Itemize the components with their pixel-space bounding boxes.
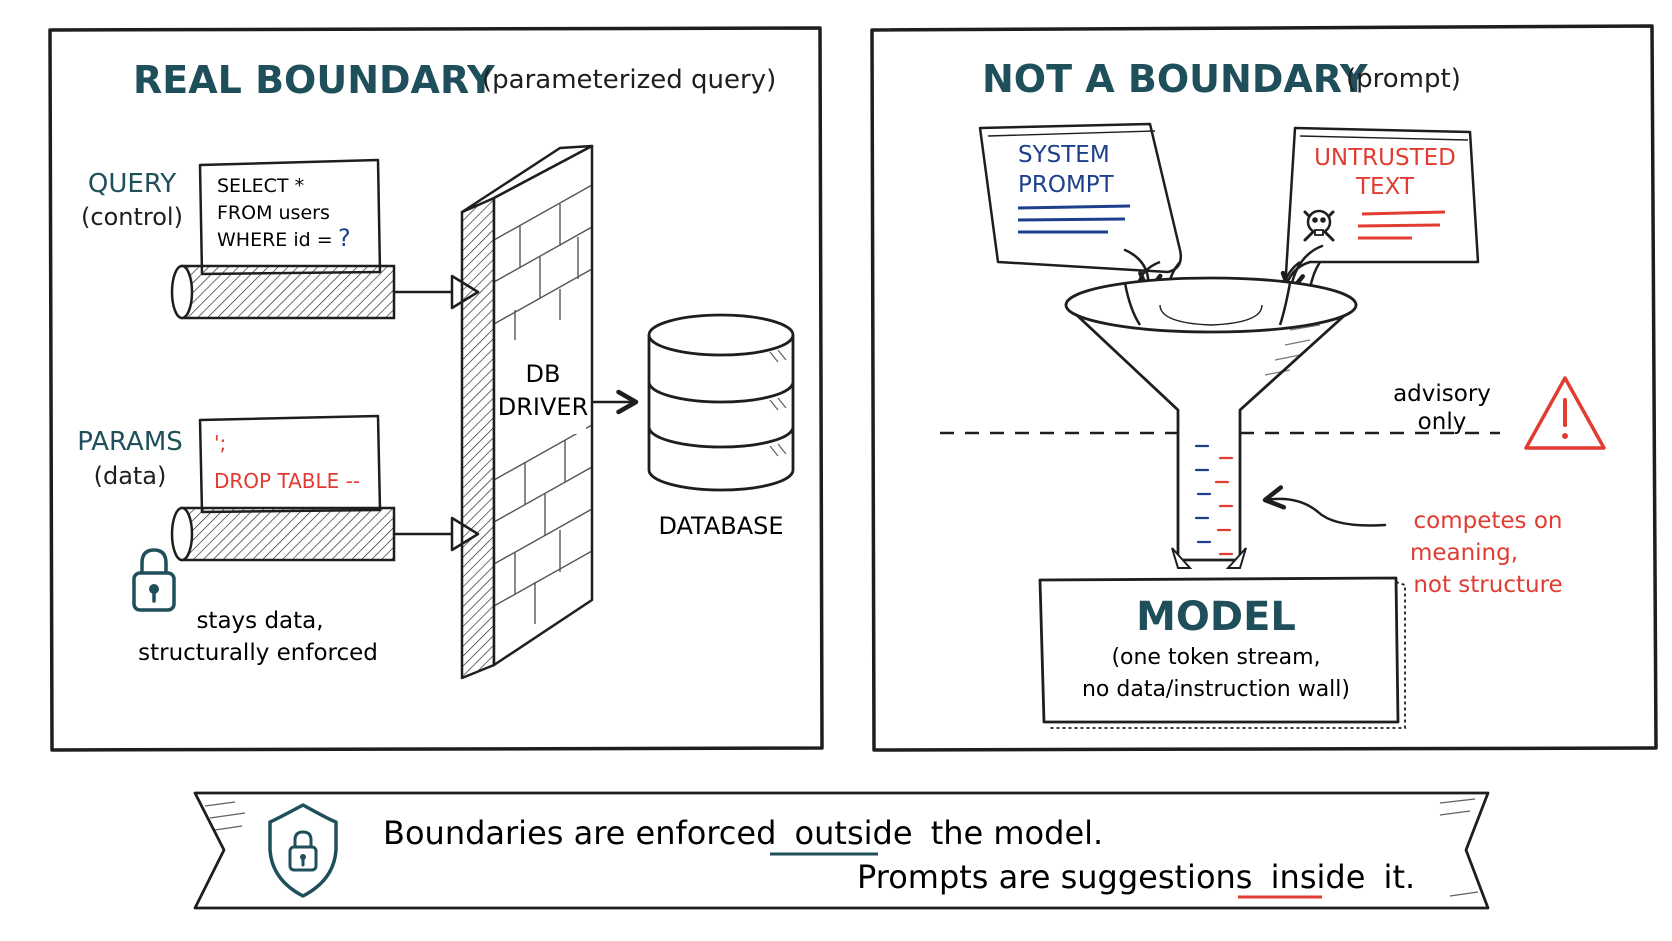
right-panel-title: NOT A BOUNDARY <box>982 57 1368 101</box>
right-panel: NOT A BOUNDARY (prompt) SYSTEM PROMPT UN… <box>870 24 1658 752</box>
advisory-line-1: advisory <box>1393 381 1491 407</box>
params-line-2: DROP TABLE -- <box>214 469 360 493</box>
banner-line-1: Boundaries are enforced outside the mode… <box>383 814 1103 852</box>
competes-arrow <box>1262 485 1387 527</box>
query-placeholder: ? <box>338 224 351 252</box>
left-panel-title: REAL BOUNDARY <box>133 58 495 102</box>
banner-line-2-suffix: it. <box>1384 858 1416 896</box>
untrusted-text-line-1: UNTRUSTED <box>1314 145 1456 171</box>
banner-line-2: Prompts are suggestions inside it. <box>857 858 1415 896</box>
warning-triangle-icon <box>1524 376 1606 450</box>
lock-caption-line-2: structurally enforced <box>138 640 378 666</box>
driver-label-line-2: DRIVER <box>498 393 589 421</box>
bottom-banner: Boundaries are enforced outside the mode… <box>193 791 1490 910</box>
right-panel-subtitle: (prompt) <box>1346 64 1461 94</box>
left-panel-subtitle: (parameterized query) <box>482 65 776 95</box>
right-panel-frame <box>870 24 1658 752</box>
query-sublabel: (control) <box>81 203 183 231</box>
database-label: DATABASE <box>658 512 783 540</box>
model-title: MODEL <box>1136 594 1296 640</box>
query-card: SELECT * FROM users WHERE id = ? <box>198 158 382 276</box>
shield-lock-icon <box>268 803 338 898</box>
model-box: MODEL (one token stream, no data/instruc… <box>1038 576 1406 729</box>
competes-line-2: meaning, <box>1410 540 1518 566</box>
params-label: PARAMS <box>77 427 183 457</box>
params-card: '; DROP TABLE -- <box>198 414 382 514</box>
banner-line-1-suffix: the model. <box>931 814 1104 852</box>
query-line-1: SELECT * <box>217 175 304 197</box>
banner-line-2-highlight: inside <box>1271 858 1366 896</box>
driver-label-line-1: DB <box>526 360 561 388</box>
competes-line-1: competes on <box>1414 508 1563 534</box>
database-icon <box>647 313 795 492</box>
banner-line-1-prefix: Boundaries are enforced <box>383 814 776 852</box>
left-panel-frame <box>48 26 824 752</box>
query-line-2: FROM users <box>217 202 330 224</box>
banner-line-1-highlight: outside <box>795 814 913 852</box>
params-sublabel: (data) <box>94 462 167 490</box>
skull-crossbones-icon <box>1303 209 1335 242</box>
query-line-3: WHERE id = <box>217 229 333 251</box>
system-prompt-line-2: PROMPT <box>1018 172 1115 198</box>
query-roller <box>170 264 480 320</box>
advisory-line-2: only <box>1418 409 1467 435</box>
params-line-1: '; <box>214 431 226 455</box>
competes-line-3: not structure <box>1413 572 1562 598</box>
system-prompt-line-1: SYSTEM <box>1018 142 1110 168</box>
lock-caption-line-1: stays data, <box>196 608 323 634</box>
lock-icon <box>132 548 176 612</box>
untrusted-text-line-2: TEXT <box>1355 174 1415 200</box>
model-line-2: no data/instruction wall) <box>1082 677 1350 702</box>
system-prompt-card: SYSTEM PROMPT <box>978 122 1182 326</box>
model-line-1: (one token stream, <box>1111 645 1320 670</box>
banner-line-2-prefix: Prompts are suggestions <box>857 858 1252 896</box>
left-panel: REAL BOUNDARY (parameterized query) QUER… <box>48 26 824 752</box>
query-label: QUERY <box>88 169 176 199</box>
params-roller <box>170 506 480 562</box>
funnel-icon <box>1064 276 1358 569</box>
